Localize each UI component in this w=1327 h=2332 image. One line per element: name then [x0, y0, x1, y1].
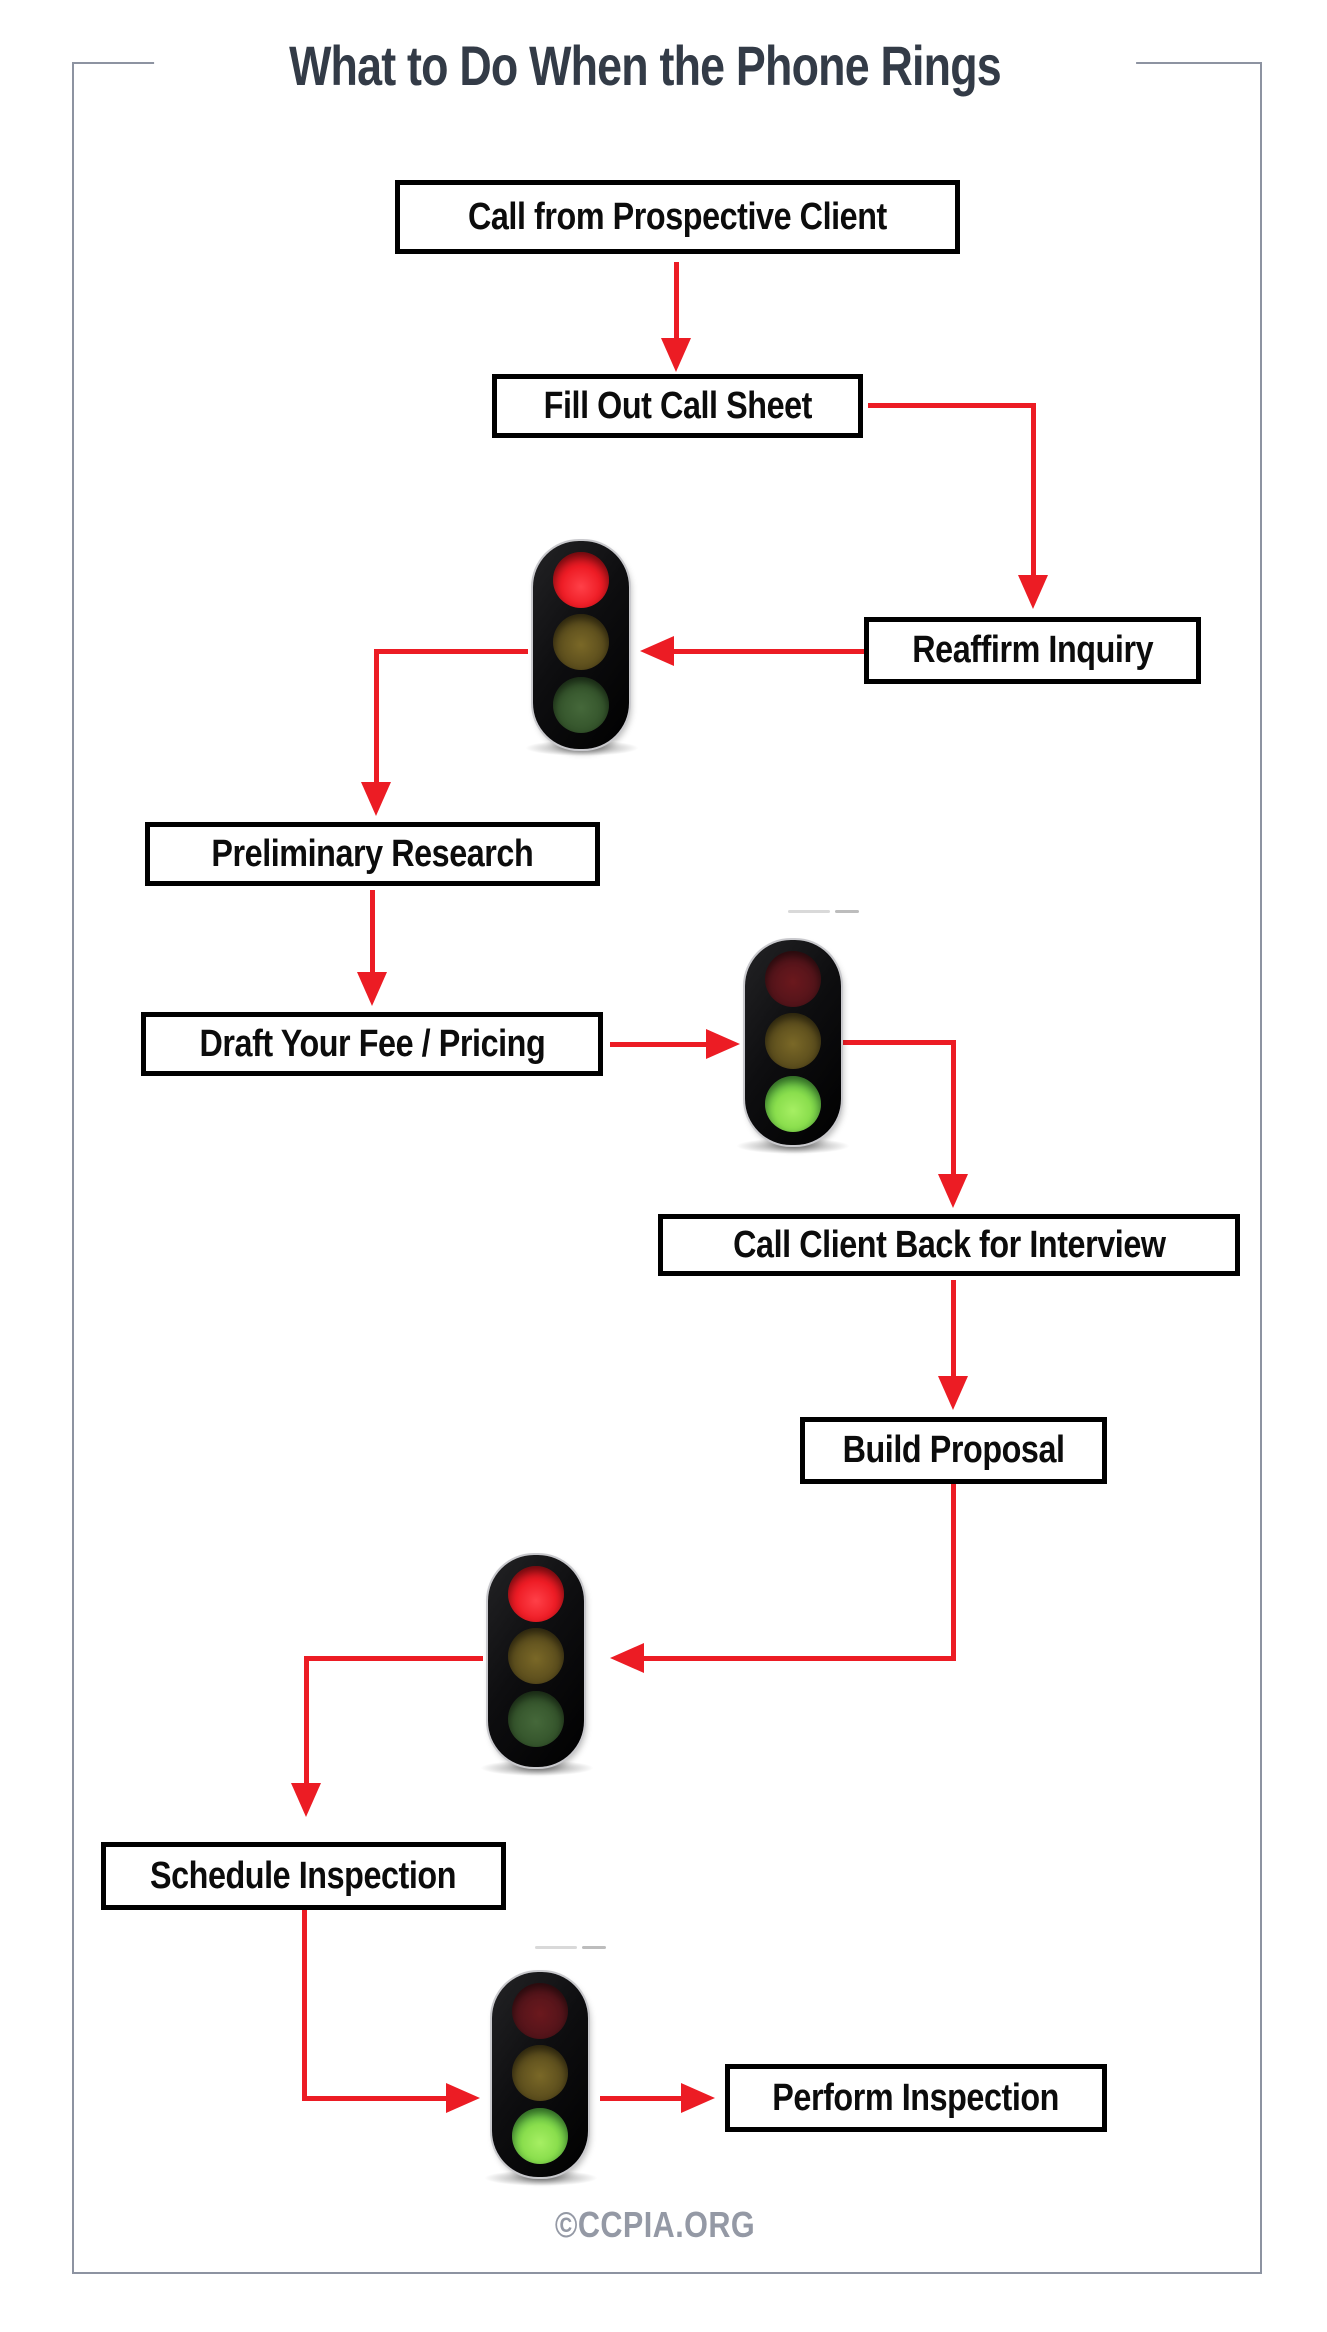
traffic-light-icon-red	[533, 541, 629, 749]
traffic-light-shadow	[480, 1760, 594, 1776]
red-lamp-icon	[765, 951, 821, 1007]
arrowhead-down-icon	[938, 1376, 968, 1410]
connector-fillout-reaffirm	[1031, 403, 1036, 577]
traffic-light-shadow	[736, 1138, 850, 1154]
node-build-proposal: Build Proposal	[800, 1417, 1107, 1484]
arrowhead-down-icon	[357, 972, 387, 1006]
node-schedule-inspection: Schedule Inspection	[101, 1842, 506, 1910]
connector-draftfee-light2	[610, 1042, 708, 1047]
arrowhead-down-icon	[1018, 575, 1048, 609]
connector-schedule-light4	[302, 2096, 448, 2101]
copyright-credit: ©CCPIA.ORG	[537, 2204, 773, 2246]
traffic-light-icon-green	[745, 940, 841, 1145]
connector-schedule-light4	[302, 1910, 307, 2101]
traffic-light-icon-red	[488, 1555, 584, 1767]
arrowhead-left-icon	[640, 636, 674, 666]
red-lamp-icon	[512, 1983, 568, 2039]
arrowhead-down-icon	[661, 338, 691, 372]
connector-fillout-reaffirm	[868, 403, 1036, 408]
red-lamp-icon	[508, 1566, 564, 1622]
node-label: Perform Inspection	[772, 2076, 1060, 2119]
node-call-from-prospective-client: Call from Prospective Client	[395, 180, 960, 254]
stock-watermark	[788, 910, 859, 913]
traffic-light-shadow	[484, 2170, 598, 2186]
green-lamp-icon	[765, 1076, 821, 1132]
connector-light3-schedule	[304, 1656, 309, 1785]
node-call-client-back-for-interview: Call Client Back for Interview	[658, 1214, 1240, 1276]
node-reaffirm-inquiry: Reaffirm Inquiry	[864, 617, 1201, 684]
yellow-lamp-icon	[765, 1013, 821, 1069]
yellow-lamp-icon	[508, 1628, 564, 1684]
connector-light2-callback	[951, 1040, 956, 1176]
page-title: What to Do When the Phone Rings	[154, 33, 1136, 97]
traffic-light-icon-green	[492, 1972, 588, 2177]
node-label: Fill Out Call Sheet	[543, 384, 812, 427]
page-title-text: What to Do When the Phone Rings	[289, 33, 1002, 97]
connector-callback-build	[951, 1280, 956, 1378]
connector-light1-preliminary	[374, 649, 528, 654]
arrowhead-down-icon	[938, 1174, 968, 1208]
node-preliminary-research: Preliminary Research	[145, 822, 600, 886]
node-draft-your-fee-pricing: Draft Your Fee / Pricing	[141, 1012, 603, 1076]
connector-build-light3	[951, 1484, 956, 1661]
connector-light3-schedule	[304, 1656, 483, 1661]
connector-preliminary-draftfee	[370, 890, 375, 974]
node-label: Build Proposal	[842, 1429, 1065, 1471]
yellow-lamp-icon	[512, 2045, 568, 2101]
stock-watermark	[535, 1946, 606, 1949]
green-lamp-icon	[508, 1691, 564, 1747]
connector-light4-perform	[600, 2096, 683, 2101]
connector-reaffirm-light1	[672, 649, 864, 654]
connector-build-light3	[644, 1656, 956, 1661]
arrowhead-left-icon	[610, 1643, 644, 1673]
copyright-credit-text: ©CCPIA.ORG	[554, 2204, 756, 2245]
yellow-lamp-icon	[553, 614, 609, 670]
node-label: Preliminary Research	[211, 832, 534, 875]
node-label: Reaffirm Inquiry	[912, 629, 1153, 671]
node-label: Draft Your Fee / Pricing	[199, 1022, 545, 1065]
arrowhead-right-icon	[681, 2083, 715, 2113]
node-label: Call Client Back for Interview	[732, 1223, 1166, 1266]
arrowhead-down-icon	[291, 1783, 321, 1817]
node-label: Call from Prospective Client	[468, 195, 887, 238]
green-lamp-icon	[512, 2108, 568, 2164]
arrowhead-right-icon	[706, 1029, 740, 1059]
node-fill-out-call-sheet: Fill Out Call Sheet	[492, 374, 863, 438]
connector-callfrom-fillout	[674, 262, 679, 340]
red-lamp-icon	[553, 552, 609, 608]
node-label: Schedule Inspection	[150, 1854, 457, 1897]
connector-light2-callback	[842, 1040, 956, 1045]
node-perform-inspection: Perform Inspection	[725, 2064, 1107, 2132]
connector-light1-preliminary	[374, 649, 379, 784]
green-lamp-icon	[553, 677, 609, 733]
arrowhead-down-icon	[361, 782, 391, 816]
arrowhead-right-icon	[446, 2083, 480, 2113]
